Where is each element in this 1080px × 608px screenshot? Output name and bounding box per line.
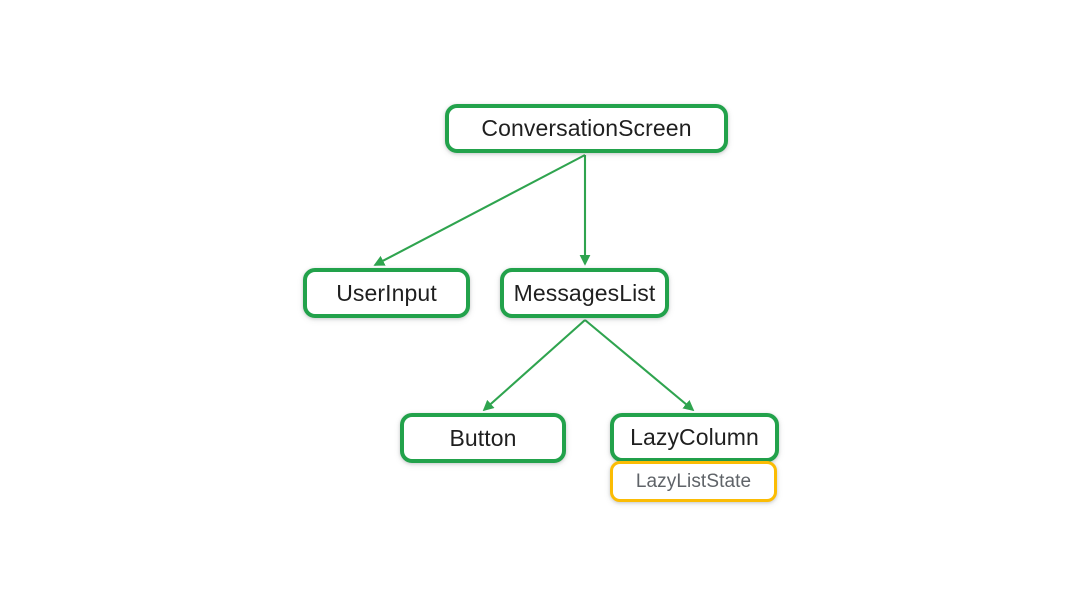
node-lazyliststate[interactable]: LazyListState (610, 461, 777, 502)
edge-conversationscreen-userinput (373, 154, 586, 266)
node-messageslist[interactable]: MessagesList (500, 268, 669, 318)
edge-messageslist-button (482, 319, 586, 412)
node-label: LazyListState (635, 471, 752, 492)
node-button[interactable]: Button (400, 413, 566, 463)
node-label: Button (449, 424, 517, 451)
node-label: ConversationScreen (481, 115, 692, 141)
node-conversationscreen[interactable]: ConversationScreen (445, 104, 728, 153)
node-userinput[interactable]: UserInput (303, 268, 470, 318)
node-lazycolumn[interactable]: LazyColumn (610, 413, 779, 462)
node-label: LazyColumn (630, 424, 759, 450)
node-label: MessagesList (513, 279, 656, 306)
node-label: UserInput (336, 279, 437, 306)
edge-messageslist-lazycolumn (584, 319, 695, 412)
